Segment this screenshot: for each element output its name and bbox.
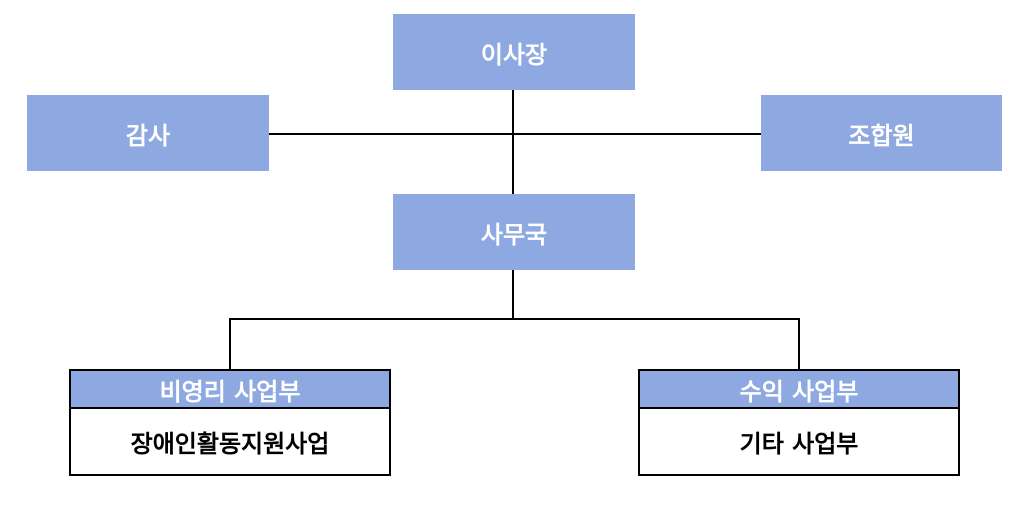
profit-department-title: 수익 사업부 — [640, 371, 958, 409]
members-label: 조합원 — [848, 121, 915, 150]
connector-chairman-secretariat — [512, 90, 514, 194]
profit-department: 수익 사업부 기타 사업부 — [638, 369, 960, 476]
auditor-label: 감사 — [125, 121, 171, 150]
profit-department-item: 기타 사업부 — [739, 429, 859, 458]
connector-auditor-members — [268, 133, 762, 135]
connector-right-department — [798, 318, 800, 370]
connector-secretariat-down — [512, 270, 514, 320]
chairman-box: 이사장 — [393, 14, 635, 90]
connector-left-department — [229, 318, 231, 370]
members-box: 조합원 — [761, 95, 1002, 171]
connector-department-bar — [229, 318, 800, 320]
chairman-label: 이사장 — [480, 40, 548, 69]
nonprofit-department: 비영리 사업부 장애인활동지원사업 — [69, 369, 391, 476]
nonprofit-department-title: 비영리 사업부 — [71, 371, 389, 409]
nonprofit-department-item: 장애인활동지원사업 — [130, 429, 330, 458]
secretariat-label: 사무국 — [480, 220, 548, 249]
auditor-box: 감사 — [27, 95, 269, 171]
secretariat-box: 사무국 — [393, 194, 635, 270]
